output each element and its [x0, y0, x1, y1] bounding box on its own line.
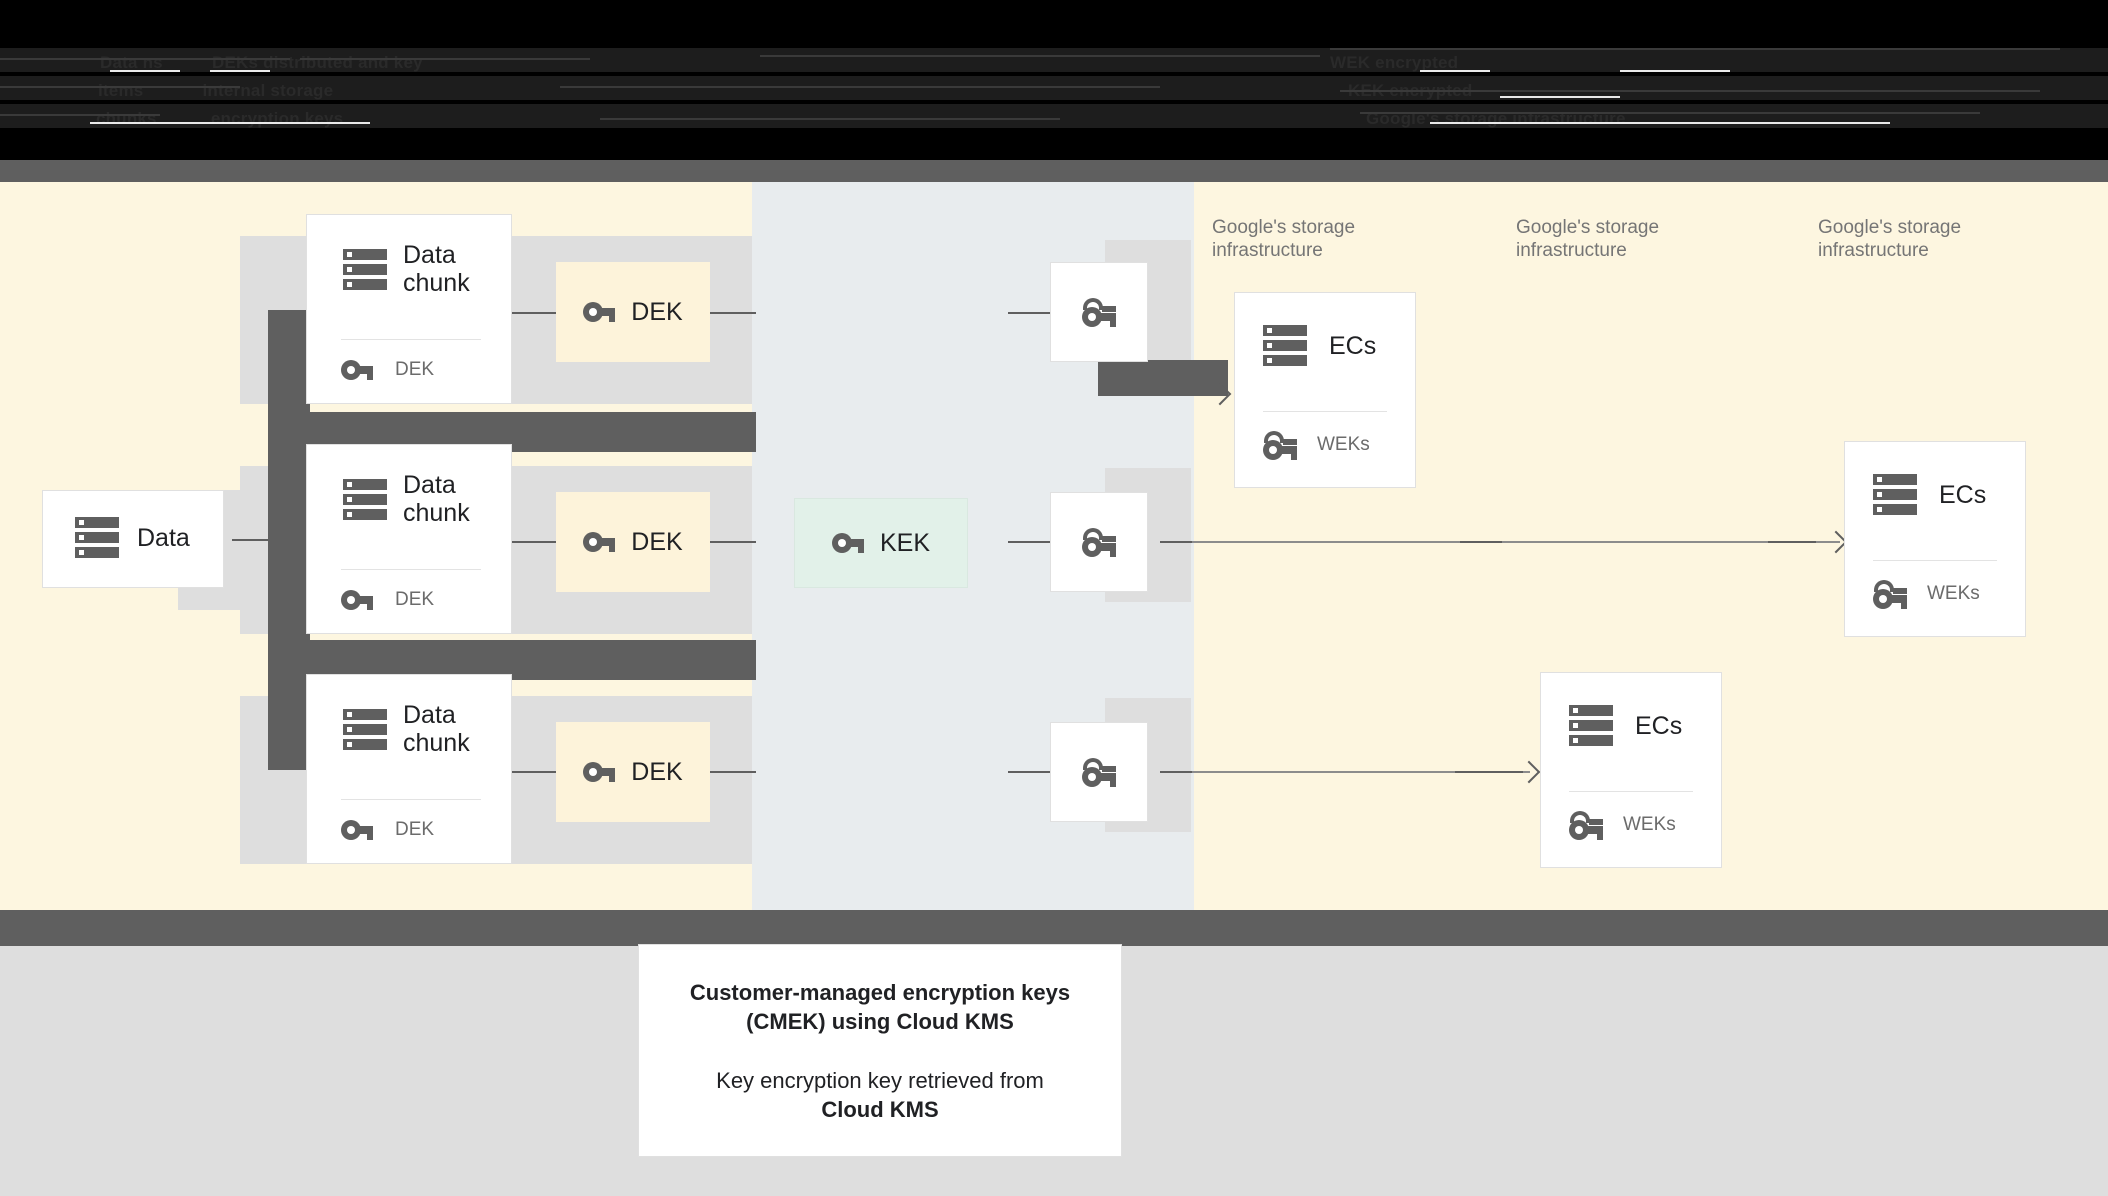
legend-row-2-left: items internal storage — [98, 81, 334, 100]
ec-title: ECs — [1329, 331, 1377, 360]
connector-wek2-seg-a — [1160, 541, 1192, 543]
server-icon — [1263, 325, 1307, 366]
wek-box-3[interactable] — [1050, 722, 1148, 822]
ec-key-label: WEKs — [1317, 434, 1370, 455]
wek-box-2[interactable] — [1050, 492, 1148, 592]
connector-dek3-out — [710, 771, 756, 773]
card-divider — [341, 799, 481, 800]
connector-to-wek1 — [1008, 312, 1050, 314]
ec-title: ECs — [1635, 711, 1683, 740]
dek-label: DEK — [631, 297, 683, 326]
kek-box[interactable]: KEK — [794, 498, 968, 588]
key-icon — [341, 820, 373, 840]
card-divider — [341, 339, 481, 340]
dek-label: DEK — [631, 527, 683, 556]
dek-box-2[interactable]: DEK — [556, 492, 710, 592]
caption-line-2: (CMEK) using Cloud KMS — [746, 1008, 1014, 1034]
key-icon — [831, 533, 864, 553]
storage-label-3: Google's storage infrastructure — [1818, 217, 1962, 261]
wrapped-key-icon — [1082, 758, 1116, 787]
kek-label: KEK — [879, 528, 931, 557]
legend-row-1-right: WEK encrypted — [1330, 53, 1459, 72]
connector-kek-to-wek2 — [1008, 541, 1050, 543]
top-legend-band: Data ns DEKs distributed and key items i… — [0, 0, 2108, 160]
chunk-key-label: DEK — [395, 589, 435, 610]
caption-box: Customer-managed encryption keys (CMEK) … — [638, 944, 1122, 1157]
connector-dek1-out — [710, 312, 756, 314]
connector-wek3-ec3 — [1160, 771, 1530, 773]
card-divider — [341, 569, 481, 570]
chunk-title: Data chunk — [403, 241, 470, 297]
key-icon — [341, 590, 373, 610]
data-card[interactable]: Data — [42, 490, 224, 588]
caption-line-1: Customer-managed encryption keys — [689, 979, 1071, 1005]
caption-line-4: Cloud KMS — [821, 1096, 939, 1122]
connector-wek2-seg-c — [1768, 541, 1816, 543]
server-icon — [1569, 705, 1613, 746]
chunk-title: Data chunk — [403, 471, 470, 527]
wrapped-key-icon — [1263, 431, 1297, 460]
chunk-key-label: DEK — [395, 819, 435, 840]
data-card-title: Data — [137, 523, 190, 552]
card-divider — [1569, 791, 1693, 792]
data-chunk-card-3[interactable]: Data chunk DEK — [306, 674, 512, 864]
chunk-key-label: DEK — [395, 359, 435, 380]
wrapped-key-icon — [1082, 298, 1116, 327]
card-divider — [1873, 560, 1997, 561]
connector-chunk2-dek — [512, 541, 556, 543]
caption-line-3: Key encryption key retrieved from — [716, 1067, 1044, 1093]
wrapped-key-icon — [1569, 811, 1603, 840]
connector-to-wek3 — [1008, 771, 1050, 773]
connector-wek2-seg-b — [1460, 541, 1502, 543]
ec-card-1[interactable]: ECs WEKs — [1234, 292, 1416, 488]
bottom-divider-band — [0, 910, 2108, 946]
wek-box-1[interactable] — [1050, 262, 1148, 362]
wrapped-key-icon — [1082, 528, 1116, 557]
ec-key-label: WEKs — [1623, 814, 1676, 835]
connector-data-out — [232, 539, 318, 541]
ec-title: ECs — [1939, 480, 1987, 509]
occlusion-strip-3 — [1098, 360, 1228, 396]
ec-key-label: WEKs — [1927, 583, 1980, 604]
occlusion-strip-2 — [268, 640, 756, 680]
server-icon — [343, 708, 387, 750]
chunk-title: Data chunk — [403, 701, 470, 757]
data-chunk-card-2[interactable]: Data chunk DEK — [306, 444, 512, 634]
card-divider — [1263, 411, 1387, 412]
key-icon — [583, 532, 616, 552]
ec-card-3[interactable]: ECs WEKs — [1540, 672, 1722, 868]
data-chunk-card-1[interactable]: Data chunk DEK — [306, 214, 512, 404]
connector-wek1-ec1 — [1098, 393, 1224, 395]
top-band-divider — [0, 160, 2108, 182]
connector-wek3-seg-b — [1455, 771, 1523, 773]
server-icon — [1873, 474, 1917, 515]
server-icon — [343, 248, 387, 290]
key-icon — [583, 302, 616, 322]
connector-chunk1-dek — [512, 312, 556, 314]
dek-box-1[interactable]: DEK — [556, 262, 710, 362]
server-icon — [343, 478, 387, 520]
key-icon — [341, 360, 373, 380]
server-icon — [75, 517, 119, 558]
storage-label-1: Google's storage infrastructure — [1212, 217, 1356, 261]
storage-label-2: Google's storage infrastructure — [1516, 217, 1660, 261]
wrapped-key-icon — [1873, 580, 1907, 609]
dek-label: DEK — [631, 757, 683, 786]
ec-card-2[interactable]: ECs WEKs — [1844, 441, 2026, 637]
legend-row-1-left: Data ns DEKs distributed and key — [100, 53, 423, 72]
connector-chunk3-dek — [512, 771, 556, 773]
connector-wek3-seg-a — [1160, 771, 1192, 773]
dek-box-3[interactable]: DEK — [556, 722, 710, 822]
key-icon — [583, 762, 616, 782]
connector-dek2-out — [710, 541, 756, 543]
